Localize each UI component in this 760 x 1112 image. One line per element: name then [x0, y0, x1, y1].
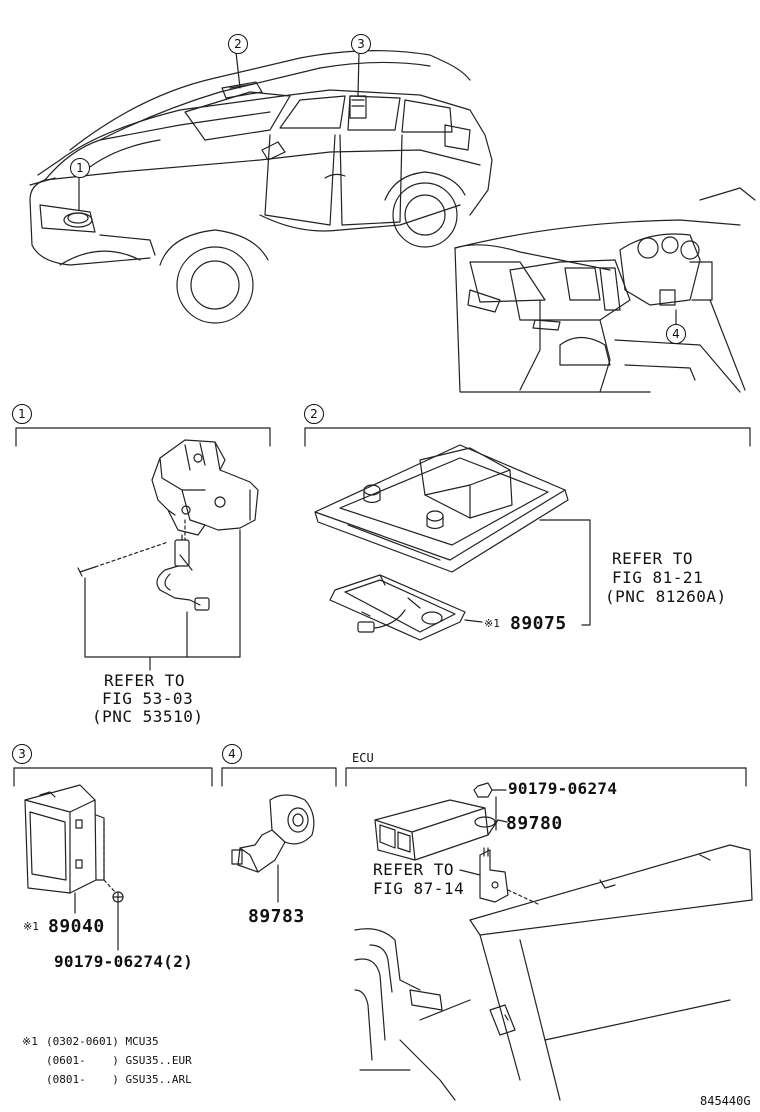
hood-lock-illustration: [77, 439, 259, 671]
bolt-number-90179-06274: 90179-06274: [508, 779, 618, 798]
ecu-refer-line-2: FIG 87-14: [373, 879, 465, 898]
section-1-bracket: [15, 427, 271, 447]
diagram-id: 845440G: [700, 1094, 751, 1108]
section-1-number: 1: [12, 404, 32, 424]
section-ecu-bracket: [345, 767, 747, 787]
footnote-mark: ※1: [22, 1035, 38, 1048]
callout-3-top: 3: [351, 34, 371, 54]
footnote-line-2: (0601- ) GSU35..EUR: [46, 1054, 192, 1067]
part-number-89075: 89075: [510, 613, 567, 634]
section-3-number: 3: [12, 744, 32, 764]
section-4-bracket: [221, 767, 337, 787]
part-89075-mark: ※1: [484, 617, 500, 630]
section-2-refer-line-1: REFER TO: [612, 549, 694, 568]
section-2-bracket: [304, 427, 751, 447]
ecu-section-title: ECU: [352, 751, 374, 765]
callout-2-top: 2: [228, 34, 248, 54]
section-2-number: 2: [304, 404, 324, 424]
ecu-refer-line-1: REFER TO: [373, 860, 455, 879]
console-illustration: [314, 444, 591, 641]
callout-1-top: 1: [70, 158, 90, 178]
footnote-line-3: (0801- ) GSU35..ARL: [46, 1073, 192, 1086]
ecu-illustration: [354, 782, 753, 1101]
module-89040-illustration: [24, 784, 124, 951]
callout-4-top: 4: [666, 324, 686, 344]
section-2-refer-line-2: FIG 81-21: [612, 568, 704, 587]
part-number-89040: 89040: [48, 916, 105, 937]
section-1-refer-line-3: (PNC 53510): [92, 707, 204, 726]
section-2-refer-line-3: (PNC 81260A): [605, 587, 727, 606]
part-number-89783: 89783: [248, 906, 305, 927]
bolt-number-90179-06274-x2: 90179-06274(2): [54, 952, 194, 971]
section-3-bracket: [13, 767, 213, 787]
vehicle-overview-illustration: [29, 50, 493, 324]
part-number-89780: 89780: [506, 813, 563, 834]
section-1-refer-line-2: FIG 53-03: [102, 689, 194, 708]
sensor-89783-illustration: [231, 794, 315, 903]
section-1-refer-line-1: REFER TO: [104, 671, 186, 690]
dashboard-inset-illustration: [454, 187, 756, 393]
section-4-number: 4: [222, 744, 242, 764]
footnote-line-1: (0302-0601) MCU35: [46, 1035, 159, 1048]
part-89040-mark: ※1: [23, 920, 39, 933]
